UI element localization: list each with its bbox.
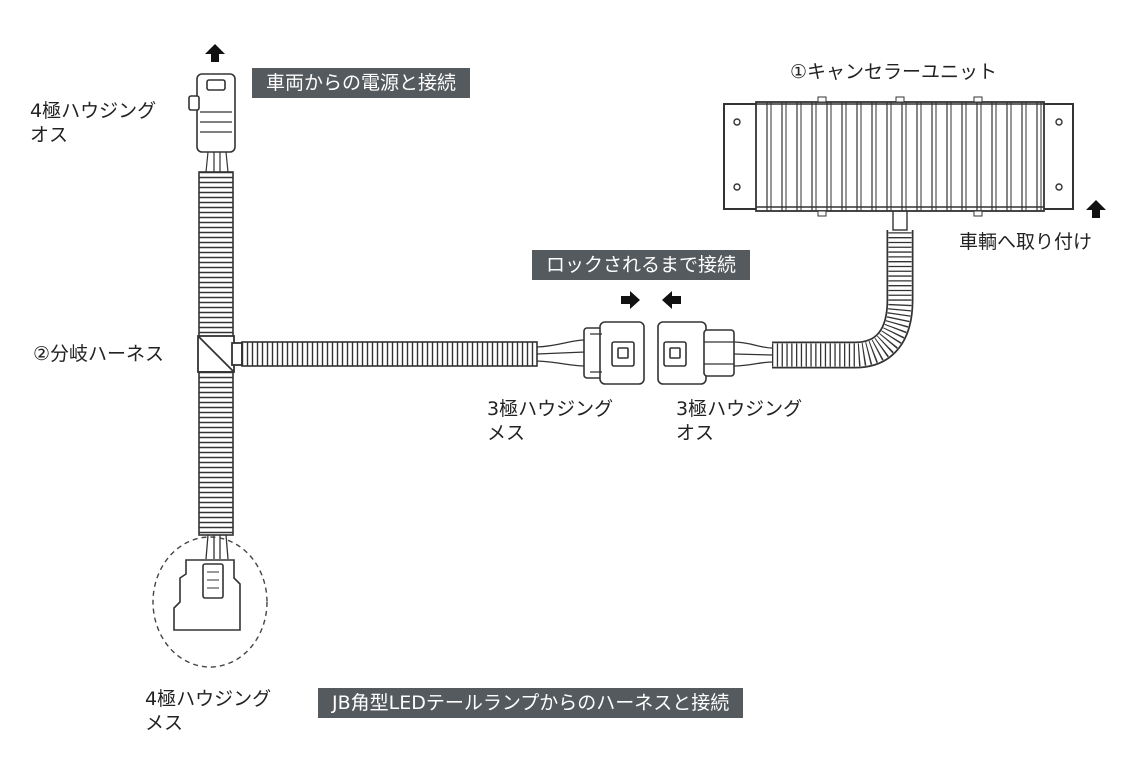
female-4pin-label-line1: 4極ハウジング — [145, 688, 272, 710]
male-4pin-label: 4極ハウジング オス — [30, 99, 156, 147]
vehicle-mount-label: 車輌へ取り付け — [959, 231, 1093, 253]
canceller-unit-label: ①キャンセラーユニット — [790, 61, 998, 83]
arrow-right-icon — [621, 291, 640, 309]
male-4pin-label-line2: オス — [30, 124, 69, 146]
branch-harness-label: ②分岐ハーネス — [33, 343, 165, 365]
wires-right-connector — [733, 341, 773, 367]
canceller-unit — [723, 96, 1074, 217]
harness-tube-upper — [198, 171, 234, 338]
wires-lower — [205, 534, 229, 560]
arrow-left-icon — [662, 291, 681, 309]
three-pin-male-housing — [657, 321, 735, 385]
branch-junction — [197, 335, 243, 373]
four-pin-female-housing — [173, 559, 241, 631]
female-housing-highlight — [152, 536, 268, 668]
power-connect-label: 車両からの電源と接続 — [252, 68, 471, 98]
male-3pin-label-line2: オス — [676, 422, 715, 444]
harness-tube-lower — [198, 371, 234, 536]
female-3pin-label: 3極ハウジング メス — [487, 397, 613, 445]
lock-connect-label: ロックされるまで接続 — [532, 250, 751, 280]
wires-left-connector — [536, 339, 586, 367]
male-3pin-label-line1: 3極ハウジング — [676, 398, 803, 420]
four-pin-male-housing — [188, 73, 236, 173]
three-pin-female-housing — [583, 321, 645, 385]
harness-tube-horizontal — [241, 341, 538, 367]
jb-connect-label: JB角型LEDテールランプからのハーネスと接続 — [318, 688, 744, 718]
male-3pin-label: 3極ハウジング オス — [676, 397, 802, 445]
male-4pin-label-line1: 4極ハウジング — [30, 100, 157, 122]
female-4pin-label-line2: メス — [145, 712, 184, 734]
arrow-up-icon — [1086, 200, 1106, 218]
arrow-up-icon — [205, 44, 225, 62]
female-3pin-label-line1: 3極ハウジング — [487, 398, 614, 420]
female-3pin-label-line2: メス — [487, 422, 526, 444]
female-4pin-label: 4極ハウジング メス — [145, 687, 271, 735]
